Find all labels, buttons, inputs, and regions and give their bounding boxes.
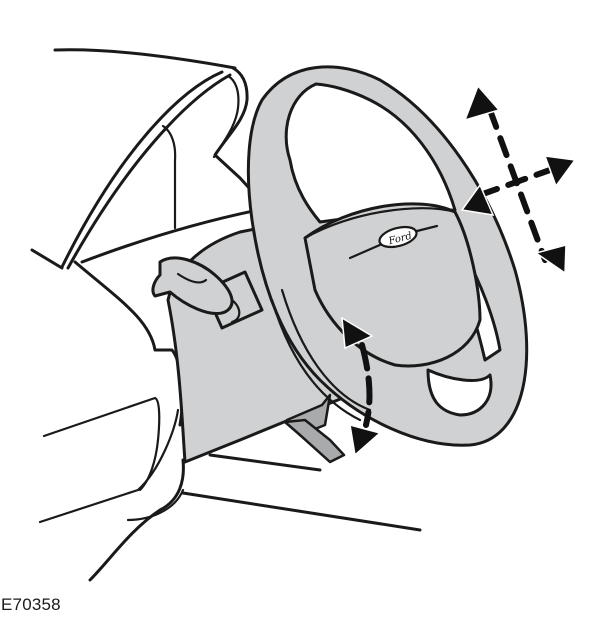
steering-wheel-adjustment-illustration: Ford (30, 48, 577, 582)
four-way-adjust-arrows-icon (460, 84, 577, 275)
lever-up-down-arrow-icon (341, 316, 382, 457)
figure-caption: E70358 (1, 595, 61, 614)
dashboard-outline (30, 48, 422, 582)
column-release-lever (283, 393, 346, 464)
steering-wheel: Ford (246, 65, 529, 447)
ignition-key-icon (151, 256, 264, 330)
